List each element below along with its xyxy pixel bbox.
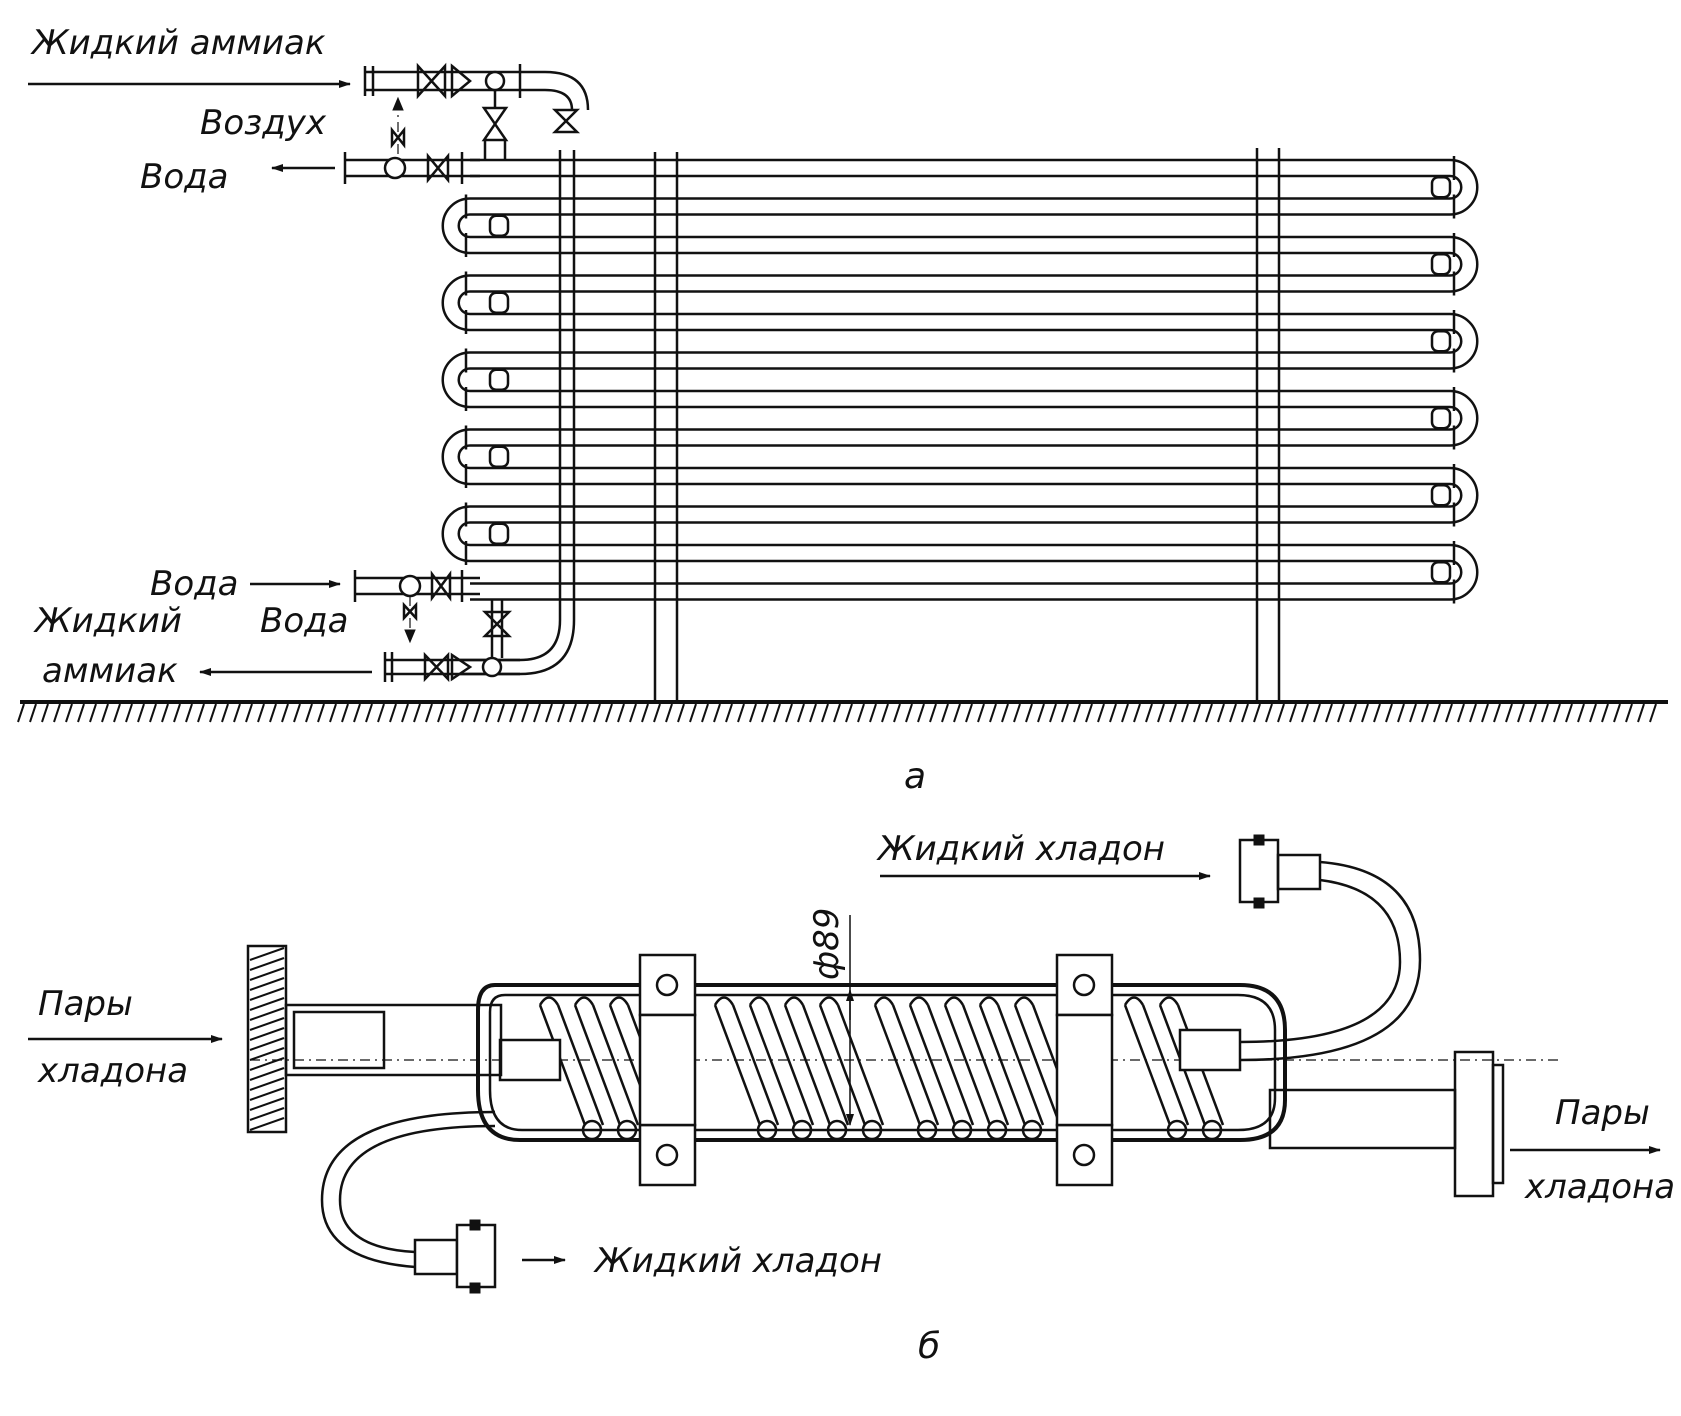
support-post-left (653, 152, 679, 700)
label-liquid-refrigerant-in: Жидкий хладон (876, 829, 1165, 869)
ammonia-outlet-pipe (383, 600, 520, 683)
liquid-inlet-tube (1238, 834, 1422, 1062)
figure-b: ф89 Жидкий хладон Пары хладона Пары хлад… (28, 829, 1675, 1367)
vapor-inlet-pipe (246, 944, 503, 1134)
coil (498, 996, 1242, 1141)
right-return-bends (1430, 156, 1479, 604)
caption-a: а (904, 756, 926, 797)
label-liquid-refrigerant-out: Жидкий хладон (593, 1241, 882, 1281)
clamp-right (1055, 953, 1114, 1187)
label-vapor-in-2: хладона (37, 1051, 188, 1091)
figure-a: Жидкий аммиак Воздух Вода Вода Жидкий Во… (17, 23, 1668, 797)
label-water-out: Вода (140, 157, 228, 197)
water-inlet-bottom (353, 570, 480, 644)
label-ammonia-out-1: Жидкий (33, 601, 182, 641)
label-water-drain: Вода (260, 601, 348, 641)
label-vapor-out-1: Пары (1555, 1093, 1650, 1133)
label-vapor-in-1: Пары (38, 984, 133, 1024)
label-ammonia-out-2: аммиак (42, 651, 178, 691)
ground-line (17, 700, 1668, 723)
caption-b: б (918, 1326, 940, 1367)
tube-bundle (470, 158, 1450, 601)
ammonia-vertical-pipe (460, 150, 576, 676)
clamp-left (638, 953, 697, 1187)
left-return-bends (441, 194, 510, 565)
ammonia-inlet-pipe (363, 62, 590, 160)
label-ammonia-in: Жидкий аммиак (30, 23, 326, 63)
water-outlet-top (343, 96, 480, 184)
label-water-in: Вода (150, 564, 238, 604)
label-vapor-out-2: хладона (1524, 1167, 1675, 1207)
liquid-outlet-tube (320, 1110, 497, 1294)
vapor-outlet-pipe (1268, 1050, 1505, 1198)
label-diameter: ф89 (807, 908, 847, 980)
label-air: Воздух (200, 103, 327, 143)
support-post-right (1255, 148, 1281, 700)
shell (250, 983, 1560, 1142)
